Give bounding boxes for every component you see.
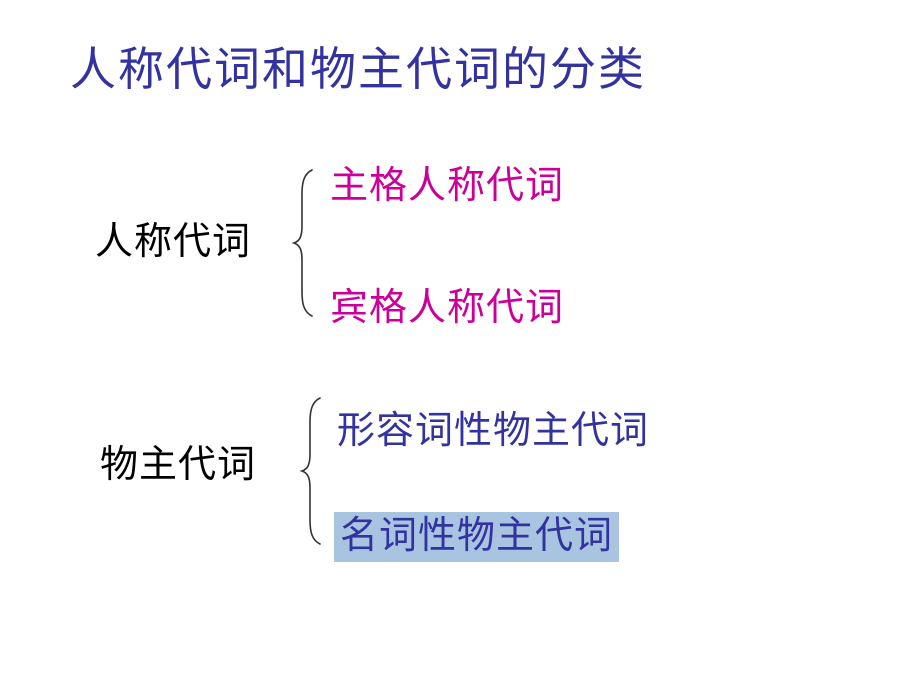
- branch-subjective-personal-pronoun: 主格人称代词: [330, 163, 565, 207]
- left-curly-brace-icon-personal: [291, 168, 318, 318]
- branch-nominal-possessive-pronoun: 名词性物主代词: [334, 512, 620, 562]
- group-label-personal-pronouns: 人称代词: [95, 219, 252, 263]
- group-label-possessive-pronouns: 物主代词: [100, 442, 257, 486]
- branch-objective-personal-pronoun: 宾格人称代词: [330, 285, 565, 329]
- branch-adjectival-possessive-pronoun: 形容词性物主代词: [337, 408, 650, 452]
- page-title: 人称代词和物主代词的分类: [70, 42, 646, 96]
